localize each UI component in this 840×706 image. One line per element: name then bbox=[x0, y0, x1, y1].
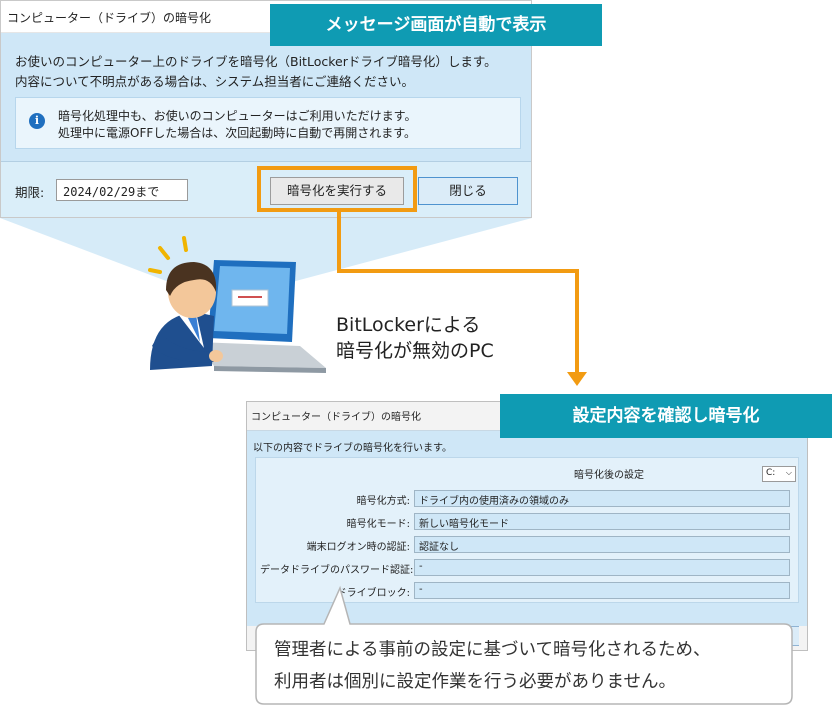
row-field-logon-auth: 認証なし bbox=[414, 536, 790, 553]
message-line-2: 内容について不明点がある場合は、システム担当者にご連絡ください。 bbox=[15, 74, 415, 89]
settings-intro: 以下の内容でドライブの暗号化を行います。 bbox=[253, 443, 452, 454]
deadline-label: 期限: bbox=[15, 185, 45, 200]
dialog-title: コンピューター（ドライブ）の暗号化 bbox=[7, 11, 212, 25]
dialog-footer: 期限: 2024/02/29まで 暗号化を実行する 閉じる bbox=[1, 161, 531, 217]
settings-group: 暗号化後の設定 C: ⌵ 暗号化方式: ドライブ内の使用済みの領域のみ 暗号化モ… bbox=[255, 457, 799, 603]
row-field-encryption-mode: 新しい暗号化モード bbox=[414, 513, 790, 530]
close-button[interactable]: 閉じる bbox=[418, 177, 518, 205]
row-field-encryption-method: ドライブ内の使用済みの領域のみ bbox=[414, 490, 790, 507]
row-field-data-drive-password: - bbox=[414, 559, 790, 576]
info-line-1: 暗号化処理中も、お使いのコンピューターはご利用いただけます。 bbox=[58, 109, 417, 123]
pc-label-line-2: 暗号化が無効のPC bbox=[336, 340, 494, 362]
run-button-highlight bbox=[257, 166, 417, 212]
callout-confirm-encrypt: 設定内容を確認し暗号化 bbox=[500, 394, 832, 438]
encryption-message-dialog: コンピューター（ドライブ）の暗号化 お使いのコンピューター上のドライブを暗号化（… bbox=[0, 0, 532, 218]
drive-select-value: C: bbox=[766, 468, 776, 478]
run-encryption-button[interactable]: 暗号化を実行する bbox=[270, 177, 404, 205]
alert-marks-icon bbox=[148, 236, 188, 274]
row-field-drive-lock: - bbox=[414, 582, 790, 599]
deadline-field: 2024/02/29まで bbox=[56, 179, 188, 201]
drive-select[interactable]: C: ⌵ bbox=[762, 466, 796, 482]
row-label-drive-lock: ドライブロック: bbox=[336, 588, 410, 599]
info-panel: i 暗号化処理中も、お使いのコンピューターはご利用いただけます。 処理中に電源O… bbox=[15, 97, 521, 149]
row-label-encryption-method: 暗号化方式: bbox=[356, 496, 410, 507]
pc-label-line-1: BitLockerによる bbox=[336, 314, 481, 336]
info-icon: i bbox=[29, 113, 45, 129]
info-line-2: 処理中に電源OFFした場合は、次回起動時に自動で再開されます。 bbox=[58, 126, 417, 140]
row-label-encryption-mode: 暗号化モード: bbox=[346, 519, 410, 530]
row-label-logon-auth: 端末ログオン時の認証: bbox=[306, 542, 410, 553]
dialog2-title: コンピューター（ドライブ）の暗号化 bbox=[251, 412, 421, 423]
note-line-1: 管理者による事前の設定に基づいて暗号化されるため、 bbox=[274, 640, 711, 660]
row-label-data-drive-password: データドライブのパスワード認証: bbox=[260, 565, 414, 576]
message-line-1: お使いのコンピューター上のドライブを暗号化（BitLockerドライブ暗号化）し… bbox=[15, 54, 497, 69]
note-line-2: 利用者は個別に設定作業を行う必要がありません。 bbox=[274, 672, 676, 692]
after-encryption-settings-label: 暗号化後の設定 bbox=[574, 470, 644, 481]
chevron-down-icon: ⌵ bbox=[785, 468, 792, 477]
callout-auto-display: メッセージ画面が自動で表示 bbox=[270, 4, 602, 46]
